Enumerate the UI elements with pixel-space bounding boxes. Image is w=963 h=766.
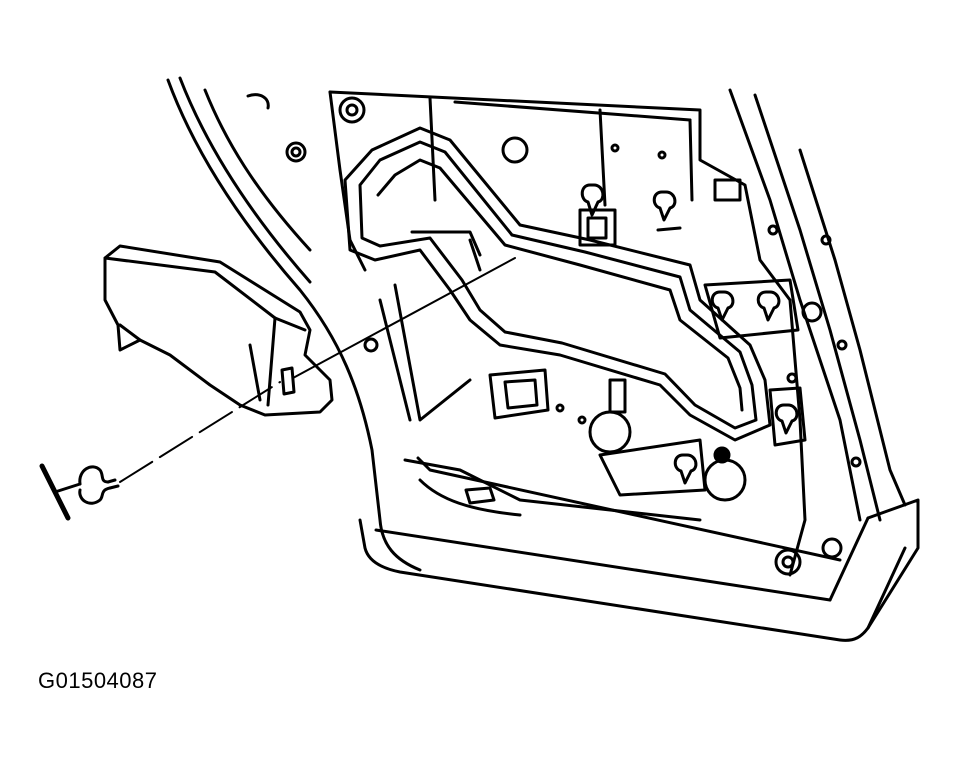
latch-brackets: [410, 178, 807, 497]
leader-lines: [119, 257, 516, 483]
door-frame: [166, 76, 920, 642]
retaining-clip: [39, 463, 120, 521]
figure-id-label: G01504087: [38, 668, 158, 693]
armrest-trim-piece: [103, 244, 334, 417]
fastener-holes: [246, 93, 862, 576]
keyhole-slots: [580, 183, 799, 485]
wiring-channel: [343, 126, 772, 442]
inner-door-panel: [328, 90, 807, 577]
